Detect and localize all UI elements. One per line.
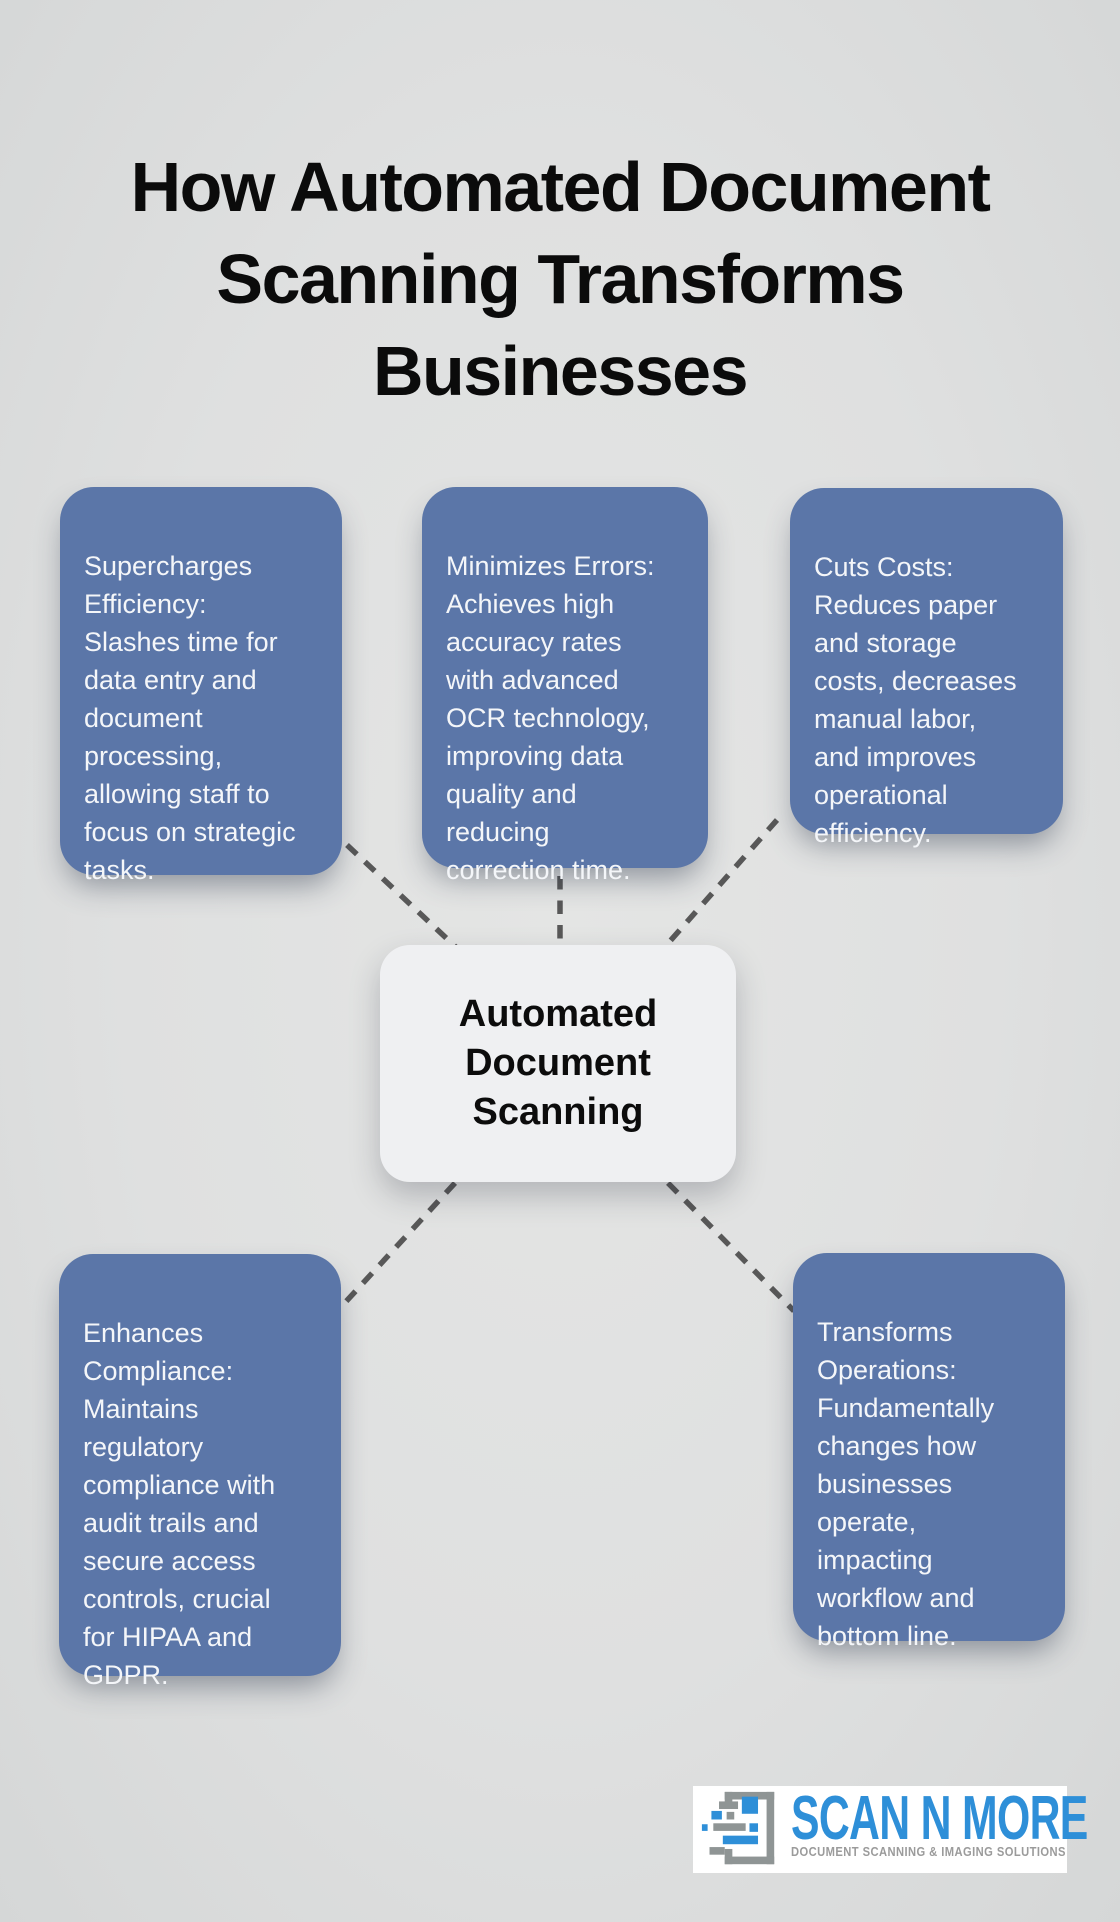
- scan-n-more-logo: SCAN N MORE DOCUMENT SCANNING & IMAGING …: [693, 1786, 1088, 1873]
- benefit-card-cuts-costs: Cuts Costs: Reduces paper and storage co…: [790, 488, 1063, 848]
- benefit-card-supercharges-efficiency: Supercharges Efficiency: Slashes time fo…: [60, 487, 342, 885]
- logo-wordmark: SCAN N MORE: [791, 1784, 1088, 1853]
- connector-line-operations: [666, 1181, 796, 1313]
- benefit-card-text: Enhances Compliance: Maintains regulator…: [83, 1318, 276, 1690]
- page-title: How Automated Document Scanning Transfor…: [130, 147, 991, 410]
- center-node-automated-document-scanning: Automated Document Scanning: [380, 945, 736, 1182]
- benefit-card-enhances-compliance: Enhances Compliance: Maintains regulator…: [59, 1254, 341, 1690]
- benefit-card-text: Transforms Operations: Fundamentally cha…: [817, 1317, 995, 1651]
- benefit-card-text: Cuts Costs: Reduces paper and storage co…: [814, 552, 1017, 848]
- benefit-card-minimizes-errors: Minimizes Errors: Achieves high accuracy…: [422, 487, 708, 885]
- connector-line-compliance: [338, 1181, 458, 1309]
- center-node-label: Automated Document Scanning: [458, 993, 658, 1133]
- benefit-card-text: Supercharges Efficiency: Slashes time fo…: [84, 551, 296, 885]
- connector-line-costs: [660, 818, 780, 951]
- benefit-card-text: Minimizes Errors: Achieves high accuracy…: [446, 551, 655, 885]
- benefit-card-transforms-operations: Transforms Operations: Fundamentally cha…: [793, 1253, 1065, 1651]
- document-scan-logo-icon: [701, 1791, 775, 1865]
- connector-line-efficiency: [345, 842, 462, 954]
- logo-tagline: DOCUMENT SCANNING & IMAGING SOLUTIONS: [791, 1844, 1066, 1859]
